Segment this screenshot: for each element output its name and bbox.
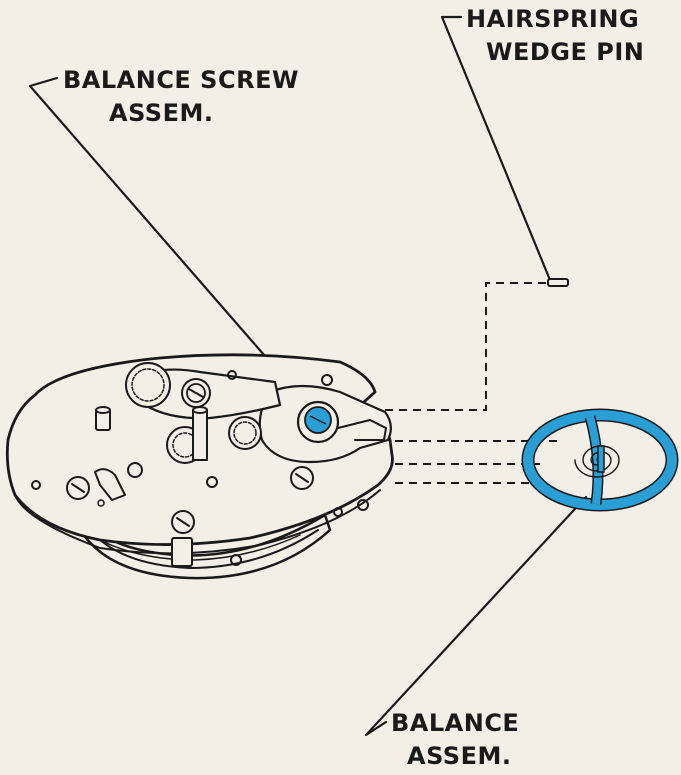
balance-screw-assembly (296, 400, 387, 444)
screw-right (290, 466, 314, 490)
label-balance-assem-line2: ASSEM. (407, 742, 511, 770)
label-hairspring-wedge-pin: HAIRSPRING WEDGE PIN (466, 5, 644, 66)
leader-hairspring-wedge-pin (440, 15, 552, 282)
wedge-pin-part (547, 278, 569, 287)
label-balance-screw-assem: BALANCE SCREW ASSEM. (63, 66, 299, 127)
leader-balance-assem (364, 495, 588, 737)
leader-balance-screw (28, 76, 320, 419)
label-hairspring-line1: HAIRSPRING (466, 5, 639, 33)
gear-top-left (125, 362, 171, 408)
gear-center (228, 416, 262, 450)
leader-lines (28, 15, 588, 737)
label-hairspring-line2: WEDGE PIN (486, 38, 644, 66)
screw-left (66, 476, 90, 500)
screw-bottom (171, 510, 195, 534)
balance-assembly (521, 408, 679, 512)
label-balance-screw-line2: ASSEM. (109, 99, 213, 127)
movement-mainplate (5, 353, 394, 580)
label-balance-screw-line1: BALANCE SCREW (63, 66, 299, 94)
label-balance-assem: BALANCE ASSEM. (391, 709, 519, 770)
screw-top (181, 378, 211, 408)
dash-wedge-pin-path (348, 282, 546, 411)
assembly-dashed-lines (348, 282, 560, 484)
label-balance-assem-line1: BALANCE (391, 709, 519, 737)
